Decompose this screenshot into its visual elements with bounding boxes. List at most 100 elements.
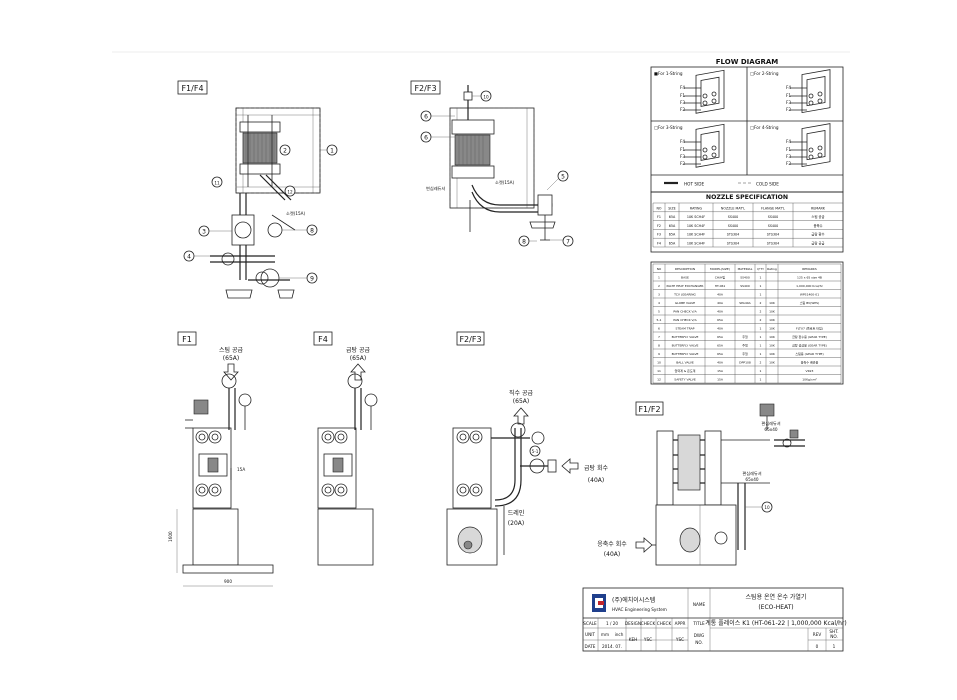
- parts-cell: 12: [657, 378, 661, 382]
- parts-cell: TCV (GEARING: [673, 293, 696, 297]
- nozzle-cell: 응축수: [813, 223, 822, 228]
- svg-text:F3: F3: [680, 154, 685, 159]
- label-steam-supply: 스팀 공급: [219, 346, 243, 354]
- parts-cell: CH/H빔: [715, 275, 726, 280]
- flow-option-2: □For 2-String F4 F1 F3 F2: [750, 69, 831, 114]
- parts-cell: 10K: [769, 344, 776, 348]
- parts-cell: 6: [658, 327, 660, 331]
- view-f1-bottom: F1 스팀 공급 (65A) 900 1600 15A: [168, 331, 274, 587]
- parts-cell: 10K: [769, 310, 776, 314]
- view-f2f3-top: F2/F3 10 6 6 5: [410, 80, 574, 247]
- nozzle-cell: F1: [657, 215, 661, 219]
- svg-text:6: 6: [424, 135, 428, 142]
- parts-cell: 10K: [769, 318, 776, 322]
- parts-cell: SPA40A: [739, 301, 751, 305]
- note-socket-top: 소켓(15A): [495, 179, 515, 186]
- parts-cell: PAN CHECK V/A: [673, 318, 697, 322]
- parts-cell: 2: [760, 310, 762, 314]
- parts-cell: 40A: [717, 310, 724, 314]
- note-reducer-top: 변심레듀셔: [426, 185, 445, 192]
- svg-text:4: 4: [187, 254, 191, 261]
- view-label-f2f3-top: F2/F3: [414, 84, 436, 93]
- parts-cell: 1: [760, 352, 762, 356]
- parts-cell: 2: [760, 318, 762, 322]
- parts-cell: 주철: [742, 351, 748, 356]
- flow-diagram-panel: FLOW DIAGRAM ■For 1-String F4 F1 F3 F2 □…: [650, 58, 844, 193]
- svg-text:F1: F1: [680, 93, 685, 98]
- parts-cell: BUTTERFLY VALVE: [672, 344, 699, 348]
- legend-hot: HOT SIDE: [684, 182, 704, 187]
- svg-text:1: 1: [833, 644, 836, 649]
- parts-cell: 1: [658, 276, 660, 280]
- parts-cell: WPS1400-01: [800, 293, 819, 297]
- parts-cell: 스팀용 (GEAR TYPE): [795, 351, 823, 356]
- parts-cell: SAFETY VALVE: [674, 378, 696, 382]
- parts-cell: 1,000,000 Kcal/hr: [796, 284, 823, 288]
- svg-text:(40A): (40A): [588, 477, 604, 484]
- parts-cell: 주철: [742, 343, 748, 348]
- parts-cell: 9: [658, 352, 660, 356]
- svg-text:F3: F3: [786, 100, 791, 105]
- svg-text:YSC: YSC: [643, 637, 652, 642]
- parts-cell: 1: [760, 284, 762, 288]
- parts-cell: 5: [658, 310, 660, 314]
- callouts-f2f3-top: 10 6 6 5 7 8: [420, 90, 574, 247]
- parts-cell: 응축수 배관용: [801, 360, 819, 365]
- svg-text:1600: 1600: [168, 531, 173, 542]
- svg-text:(ECO-HEAT): (ECO-HEAT): [758, 604, 793, 611]
- parts-cell: 4: [658, 301, 660, 305]
- svg-text:(40A): (40A): [604, 551, 620, 558]
- svg-text:5: 5: [561, 174, 565, 181]
- parts-cell: 1: [760, 327, 762, 331]
- svg-text:(65A): (65A): [223, 355, 239, 362]
- svg-text:(65A): (65A): [350, 355, 366, 362]
- parts-cell: VR23: [806, 369, 814, 373]
- parts-cell: 2: [658, 284, 660, 288]
- parts-cell: BALL VALVE: [676, 361, 694, 365]
- parts-cell: 10: [657, 361, 661, 365]
- nozzle-cell: SS400: [728, 224, 738, 228]
- nozzle-cell: STS304: [727, 242, 740, 246]
- svg-text:5-1: 5-1: [532, 449, 539, 454]
- parts-cell: 10K: [769, 335, 776, 339]
- svg-text:DESIGN: DESIGN: [625, 621, 641, 626]
- svg-text:65x40: 65x40: [764, 427, 777, 432]
- nozzle-spec-title: NOZZLE SPECIFICATION: [706, 194, 788, 201]
- nozzle-cell: 급탕 환수: [811, 232, 824, 237]
- parts-cell: 7: [658, 335, 660, 339]
- parts-cell: BASE: [681, 276, 689, 280]
- parts-header-cell: NO: [657, 267, 662, 271]
- parts-cell: 10Kg/cm²: [802, 378, 817, 382]
- parts-cell: 8: [658, 344, 660, 348]
- nozzle-cell: 10K SCH4F: [687, 233, 705, 237]
- company-name-en: HVAC Engineering System: [612, 607, 667, 612]
- svg-text:F2: F2: [680, 161, 685, 166]
- svg-text:(65A): (65A): [513, 398, 529, 405]
- svg-text:12: 12: [287, 190, 293, 195]
- company-name-kr: (주)에치이시스템: [612, 596, 655, 604]
- drawing-name: 스팀용 온연 온수 가열기: [746, 593, 807, 601]
- svg-text:F1: F1: [786, 147, 791, 152]
- svg-text:F4: F4: [786, 139, 791, 144]
- svg-text:NO.: NO.: [830, 634, 838, 639]
- nozzle-header-cell: FLANGE MAT'L: [761, 206, 785, 210]
- flow-diagram-title: FLOW DIAGRAM: [716, 58, 778, 66]
- svg-text:F1: F1: [680, 147, 685, 152]
- svg-text:□For 3-String: □For 3-String: [654, 125, 683, 130]
- parts-header-cell: DESCRIPTION: [675, 267, 695, 271]
- nozzle-cell: STS304: [727, 233, 740, 237]
- parts-cell: DPP108: [739, 361, 751, 365]
- nozzle-cell: F3: [657, 233, 661, 237]
- parts-header-cell: Rating: [767, 267, 777, 271]
- svg-text:mm: mm: [601, 632, 609, 637]
- parts-cell: 급탕 환수용 (GEAR TYPE): [792, 334, 827, 339]
- view-f4-bottom: F4 급탕 공급 (65A): [313, 331, 378, 566]
- view-label-f1: F1: [182, 335, 192, 344]
- nozzle-cell: 10K SCH4F: [687, 215, 705, 219]
- parts-cell: 65A: [717, 335, 724, 339]
- svg-text:□For 2-String: □For 2-String: [750, 71, 779, 76]
- svg-text:15A: 15A: [237, 467, 245, 472]
- parts-cell: 1: [760, 276, 762, 280]
